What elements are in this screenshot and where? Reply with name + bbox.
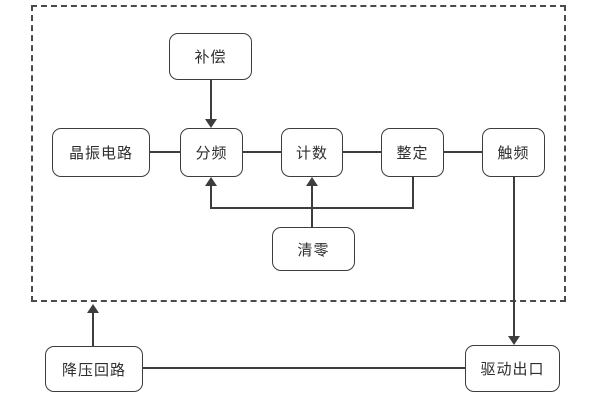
- node-label: 触频: [497, 144, 530, 162]
- node-label: 整定: [396, 144, 429, 162]
- node-label: 驱动出口: [480, 360, 545, 378]
- edge-setting-to-trigger: [444, 151, 482, 153]
- edge-setting-feedback-up: [210, 186, 212, 209]
- node-label: 计数: [295, 144, 328, 162]
- node-label: 清零: [297, 240, 330, 259]
- edge-divider-to-counter: [243, 151, 281, 153]
- edge-stepdown-to-frame: [92, 313, 94, 346]
- node-compensation: 补偿: [169, 33, 252, 80]
- arrowhead-up-icon: [306, 177, 318, 186]
- node-setting: 整定: [381, 128, 444, 177]
- node-drive-outlet: 驱动出口: [465, 345, 560, 392]
- arrowhead-down-icon: [205, 119, 217, 128]
- edge-counter-to-setting: [343, 151, 381, 153]
- node-crystal-oscillator-circuit: 晶振电路: [52, 128, 150, 177]
- edge-oscillator-to-divider: [150, 151, 180, 153]
- node-frequency-divider: 分频: [180, 128, 243, 177]
- node-stepdown-circuit: 降压回路: [45, 346, 143, 392]
- edge-trigger-to-drive-outlet: [513, 177, 515, 336]
- node-clear-zero: 清零: [272, 227, 355, 271]
- node-label: 分频: [195, 144, 228, 162]
- node-label: 降压回路: [61, 360, 126, 379]
- edge-setting-feedback-down: [412, 177, 414, 209]
- node-label: 补偿: [194, 48, 227, 66]
- arrowhead-up-icon: [87, 304, 99, 313]
- node-label: 晶振电路: [68, 144, 133, 162]
- arrowhead-down-icon: [508, 336, 520, 345]
- arrowhead-up-icon: [205, 177, 217, 186]
- edge-compensation-to-divider: [210, 80, 212, 119]
- node-trigger-frequency: 触频: [482, 128, 545, 177]
- dashed-boundary-frame: [31, 5, 566, 302]
- edge-clear-to-counter: [311, 186, 313, 227]
- node-counter: 计数: [281, 128, 343, 177]
- edge-stepdown-to-drive-outlet: [143, 367, 465, 369]
